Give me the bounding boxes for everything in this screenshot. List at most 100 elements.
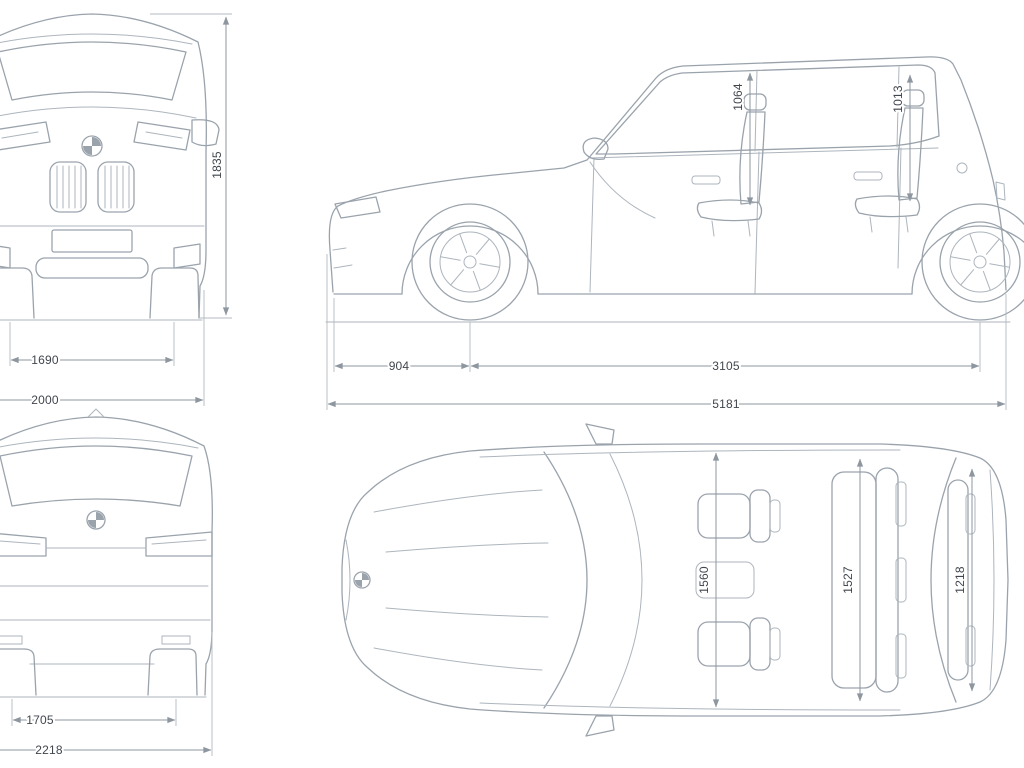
headrest [743,93,767,111]
rear-window [0,445,193,507]
seat-back [739,111,766,205]
body-width-label: 2000 [31,393,59,407]
rim-outer [939,221,1021,303]
middle-interior-width-label: 1527 [841,566,855,594]
track-width-label: 1690 [31,353,59,367]
headrest [895,481,907,527]
cowl-dash-line [589,161,656,219]
headrest [901,89,925,107]
rear-reflector-left [0,635,23,645]
bmw-roundel-quadrant [355,580,362,587]
front-grille-bars [56,165,130,209]
front-view-dimensions: 1835 1690 2000 [0,13,232,409]
top-view-dimensions: 1560 1527 1218 [695,452,976,708]
taillight-right-inner [151,539,207,545]
bmw-roundel-quadrant [88,520,96,528]
bmw-roundel-quadrant [96,512,104,520]
hood-line-bottom [373,647,543,671]
front-fascia-line [332,247,353,269]
front-side-intake-right [173,243,201,269]
spokes [950,233,1010,291]
seat-cushion [697,621,751,667]
seat-back [897,107,924,201]
side-front-wheel [411,203,529,321]
front-seat [696,93,767,237]
second-row-seat [854,89,925,233]
seat-back [749,489,771,543]
front-windshield [0,41,187,101]
front-wheel-left [0,267,35,319]
rear-reflector-right [161,635,191,645]
side-view-dimensions: 1064 1013 904 3105 5181 [326,72,1007,413]
rear-window-arc [930,457,957,703]
front-headlight-right-inner [145,131,183,139]
top-mirror-left [585,423,615,445]
front-headlight-left [0,121,51,151]
door-handle-front [691,175,721,185]
seat-rails [869,216,909,233]
roof-antenna-fin [87,408,105,418]
rear-view-dimensions: 1705 2218 [0,632,213,759]
rear-view [0,408,213,698]
rear-roof-inner-line [0,437,199,449]
windshield-arc [543,451,588,709]
overall-width-label: 2218 [35,743,63,757]
top-mirror-right [585,715,615,737]
front-headlight-left-inner [1,131,39,139]
headrest [769,499,781,533]
bench-back [875,467,899,693]
bench-back [947,479,969,681]
taillight-left [0,533,47,557]
bmw-roundel-quadrant [92,137,101,146]
rear-wheel-right [147,648,198,696]
hood-line-top [373,489,543,513]
front-wheel-arch [401,225,539,295]
rim-outer [429,221,511,303]
roof-side-lines [479,449,901,711]
side-view [325,56,1024,323]
door-handle-rear [853,171,883,181]
headrest [895,557,907,603]
front-kidney-grille-right [97,161,135,213]
front-view [0,13,220,321]
extension-line [9,322,175,366]
center-console [695,561,755,599]
top-view [341,423,1009,737]
seat-back [749,617,771,671]
tire [411,203,529,321]
rear-lamp [995,181,1006,201]
front-license-plate [51,229,133,253]
rim-inner [439,231,501,293]
front-kidney-grille-left [49,161,87,213]
front-hood-crease [0,106,197,119]
rear-headroom-label: 1013 [891,85,905,113]
extension-line [11,699,177,726]
bmw-roundel-icon [353,571,371,589]
side-mirror [582,137,609,160]
bmw-roundel-quadrant [83,146,92,155]
front-headlight-right [133,121,191,151]
front-headroom-label: 1064 [731,83,745,111]
seat-rails [711,220,751,237]
overall-height-label: 1835 [210,151,224,179]
hub [973,255,987,269]
top-second-row [831,467,907,693]
door-seams [589,147,902,294]
rear-interior-width-label: 1218 [953,566,967,594]
seat-cushion [697,493,751,539]
bmw-roundel-icon [81,135,103,157]
taillight-left-inner [0,540,41,545]
tailgate-arc [989,469,995,691]
front-mirror-right [191,119,220,147]
front-side-intake-left [0,245,11,269]
overall-length-label: 5181 [712,397,740,411]
front-lower-intake [35,257,149,279]
hood-center-lines [385,542,549,618]
extension-line [326,254,1007,410]
bmw-roundel-quadrant [362,573,369,580]
front-body-outline [0,13,207,319]
window-band [595,64,940,155]
seat-cushion [696,199,763,222]
